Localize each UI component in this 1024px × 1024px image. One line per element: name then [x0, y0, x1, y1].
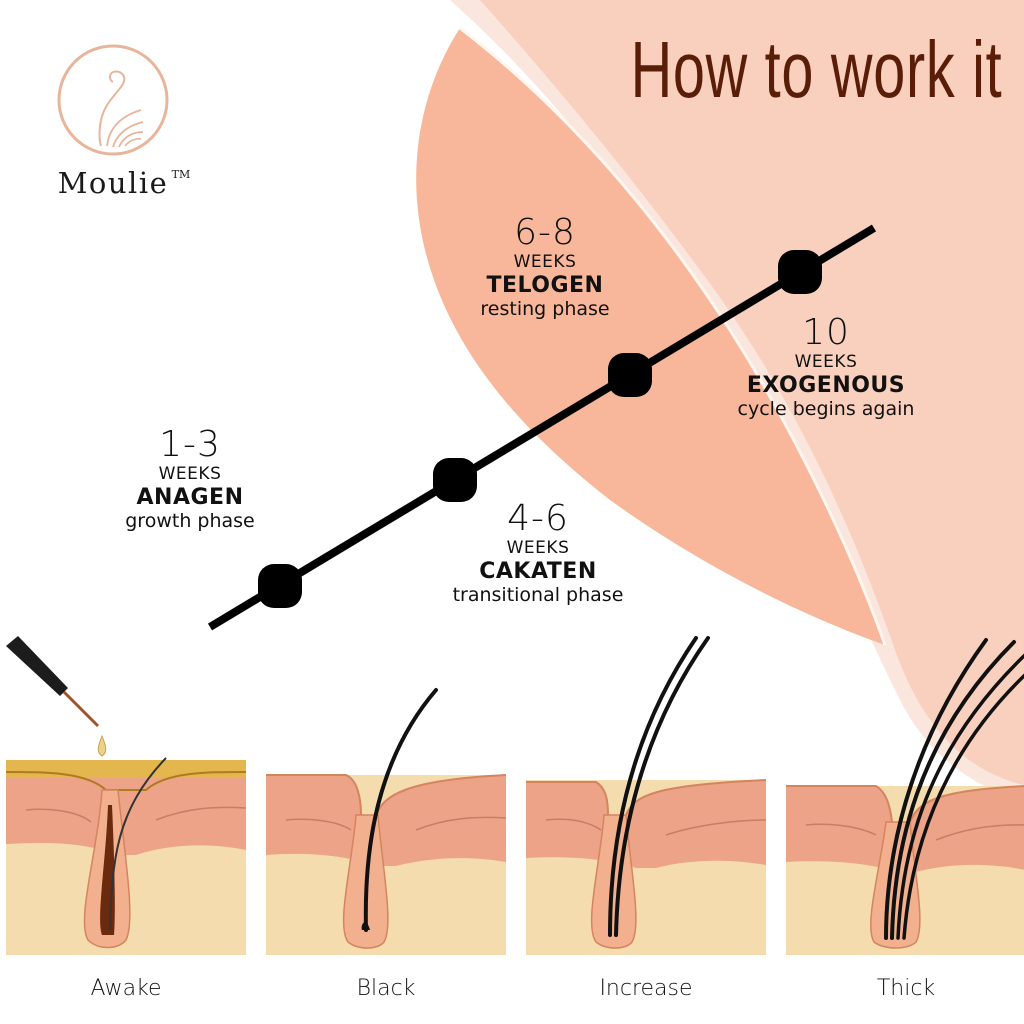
phase-exogenous: 10 WEEKS EXOGENOUS cycle begins again — [706, 314, 946, 420]
phase-range: 4-6 — [507, 498, 569, 539]
timeline-node-3 — [608, 353, 652, 397]
phase-range: 6-8 — [514, 212, 576, 253]
panel-black — [266, 630, 506, 955]
phase-cakaten: 4-6 WEEKS CAKATEN transitional phase — [418, 500, 658, 606]
panel-label-increase: Increase — [599, 976, 693, 1001]
phase-unit: WEEKS — [794, 351, 858, 372]
phase-anagen: 1-3 WEEKS ANAGEN growth phase — [70, 426, 310, 532]
trademark-mark: TM — [171, 168, 191, 181]
timeline-node-1 — [258, 564, 302, 608]
single-lash-follicle-icon — [266, 688, 506, 955]
phase-name: TELOGEN — [486, 272, 604, 298]
light-shape — [480, 0, 1024, 785]
phase-unit: WEEKS — [158, 463, 222, 484]
phase-description: growth phase — [125, 509, 255, 532]
timeline-node-4 — [778, 250, 822, 294]
brand-logo: Moulie TM — [38, 42, 191, 200]
panel-increase — [526, 630, 766, 955]
phase-range: 10 — [802, 312, 850, 353]
seam-line — [459, 26, 887, 646]
phase-unit: WEEKS — [513, 251, 577, 272]
double-lash-follicle-icon — [526, 636, 766, 955]
phase-name: CAKATEN — [479, 558, 597, 584]
panel-label-black: Black — [356, 976, 416, 1001]
panel-awake — [6, 630, 246, 955]
phase-telogen: 6-8 WEEKS TELOGEN resting phase — [425, 214, 665, 320]
phase-range: 1-3 — [159, 424, 221, 465]
phase-unit: WEEKS — [506, 537, 570, 558]
dark-shape — [416, 28, 885, 645]
phase-description: cycle begins again — [737, 397, 915, 420]
panel-thick — [786, 630, 1024, 955]
timeline-node-2 — [433, 458, 477, 502]
phase-description: transitional phase — [452, 583, 624, 606]
serum-dropper-follicle-icon — [6, 636, 246, 955]
swan-circle-icon — [57, 44, 169, 156]
timeline-line — [207, 224, 877, 631]
panel-label-thick: Thick — [876, 976, 936, 1001]
phase-name: EXOGENOUS — [746, 372, 906, 398]
brand-name-text: Moulie — [57, 166, 169, 200]
page-title: How to work it — [630, 25, 1002, 114]
phase-description: resting phase — [480, 297, 610, 320]
panel-label-awake: Awake — [90, 976, 162, 1001]
phase-name: ANAGEN — [136, 484, 244, 510]
seam-line-2 — [884, 644, 1024, 791]
brand-name: Moulie TM — [57, 166, 191, 200]
multi-lash-follicle-icon — [786, 638, 1024, 955]
